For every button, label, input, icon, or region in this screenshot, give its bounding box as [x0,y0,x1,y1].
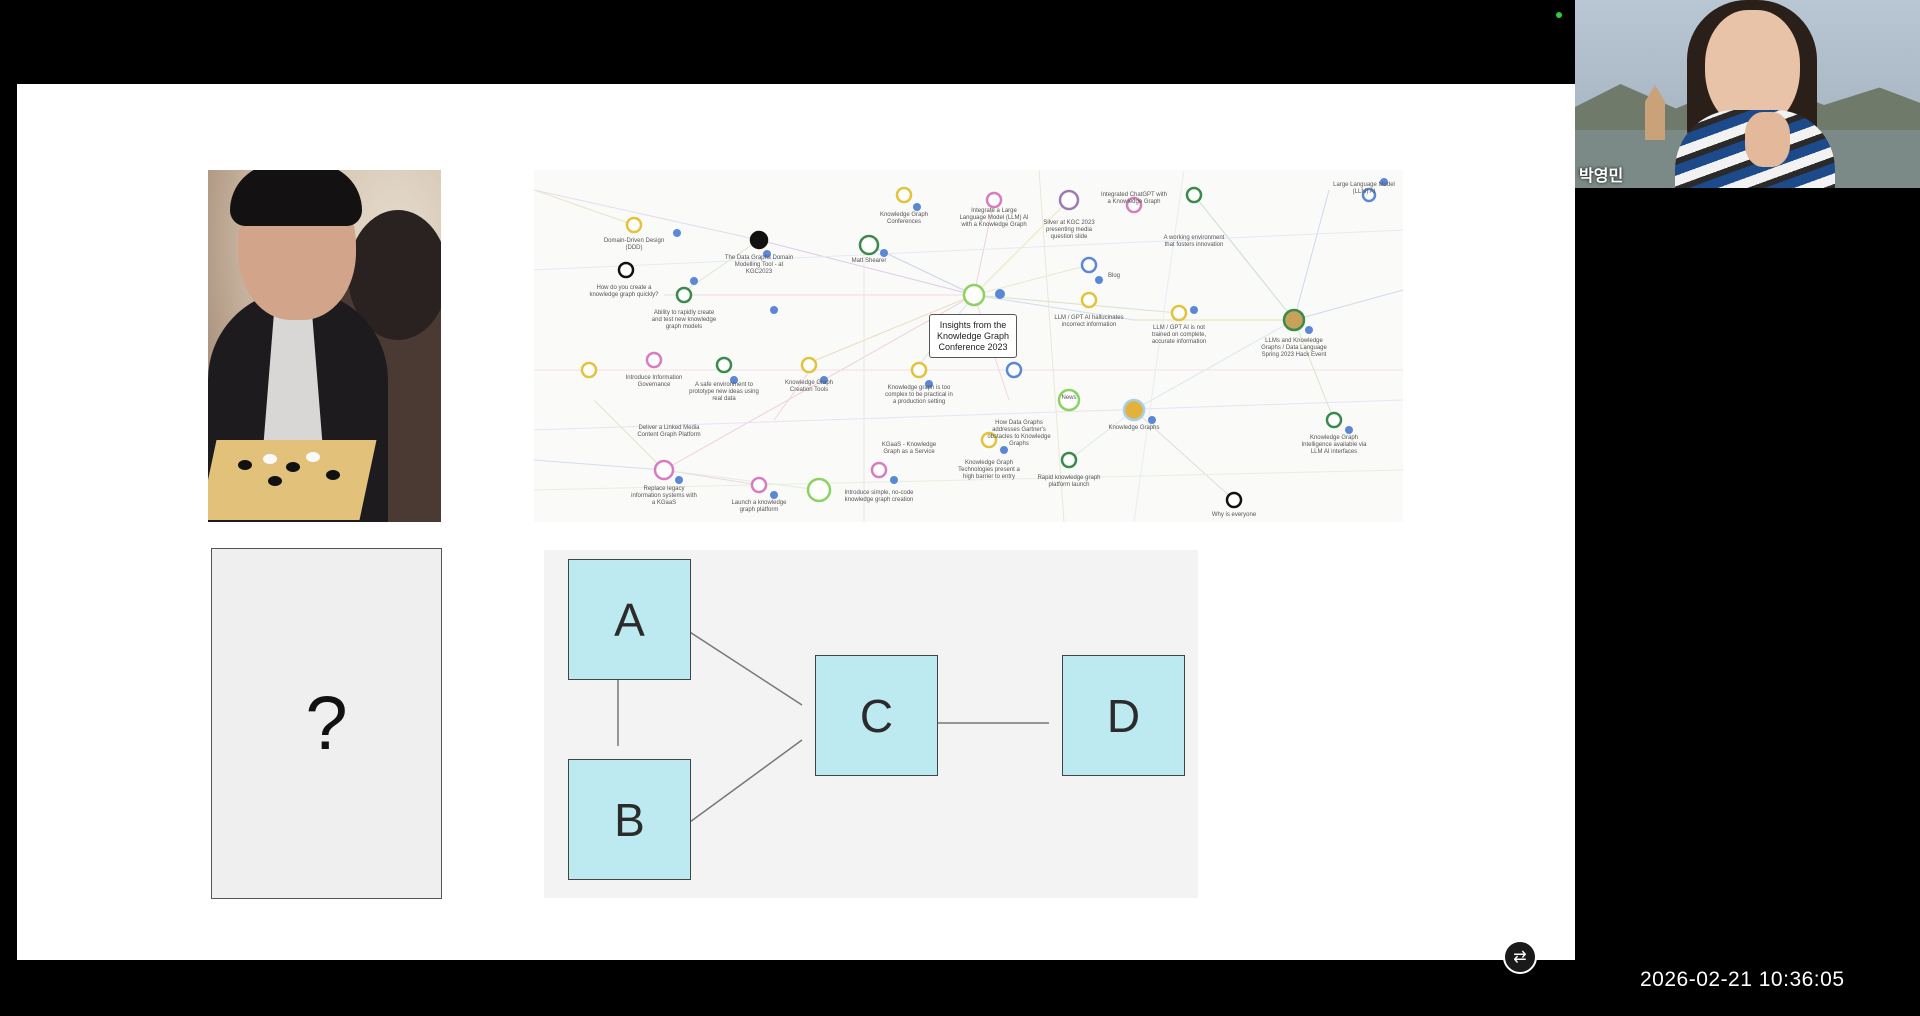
kg-node-label: Replace legacy information systems with … [631,486,697,506]
diagram-node-d: D [1062,655,1185,776]
kg-node-label: Rapid knowledge graph platform launch [1037,475,1101,488]
kg-node-label: How do you create a knowledge graph quic… [589,285,659,298]
kg-node-label: Knowledge Graph Intelligence available v… [1301,435,1367,455]
knowledge-graph-image: Insights from the Knowledge Graph Confer… [534,170,1403,522]
kg-node-label: Introduce Information Governance [625,375,683,388]
kg-center-title: Insights from the Knowledge Graph Confer… [929,314,1017,358]
knowledge-graph-edges [534,170,1403,522]
kg-node-label: How Data Graphs addresses Gartner's obst… [987,420,1051,447]
kg-node-label: Integrated ChatGPT with a Knowledge Grap… [1101,192,1167,205]
kg-node-label: Knowledge Graph Technologies present a h… [958,460,1020,480]
screen-share-icon[interactable]: ⇄ [1503,940,1537,974]
kg-node-label: Ability to rapidly create and test new k… [651,310,717,330]
kg-node-label: Blog [1107,273,1120,279]
kg-node-label: LLM / GPT AI is not trained on complete,… [1151,325,1207,345]
kg-node-label: Knowledge graph is too complex to be pra… [885,385,953,405]
kg-node-label: Integrate a Large Language Model (LLM) A… [959,208,1029,228]
go-players-photo [208,170,441,522]
kg-node-label: Introduce simple, no-code knowledge grap… [844,490,914,503]
kg-node-label: Knowledge Graph Creation Tools [784,380,834,393]
kg-node-label: Large Language Model (LLM) AI [1333,182,1395,195]
kg-node-label: Domain-Driven Design (DDD) [603,238,665,251]
kg-node-label: Knowledge Graph Conferences [879,212,929,225]
unknown-placeholder-box: ? [211,548,442,899]
diagram-node-b: B [568,759,691,880]
kg-node-label: A safe environment to prototype new idea… [689,382,759,402]
presentation-slide: Insights from the Knowledge Graph Confer… [17,84,1575,960]
kg-node-label: Deliver a Linked Media Content Graph Pla… [637,425,701,438]
kg-node-label: Matt Shearer [851,258,887,264]
kg-node-label: Why is everyone [1211,512,1257,518]
kg-node-label: Launch a knowledge graph platform [731,500,787,513]
kg-node-label: LLMs and Knowledge Graphs / Data Languag… [1261,338,1327,358]
question-mark: ? [305,681,348,766]
timestamp: 2026-02-21 10:36:05 [1640,968,1845,991]
diagram-node-a: A [568,559,691,680]
kg-node-label: A working environment that fosters innov… [1163,235,1225,248]
recording-indicator [1556,12,1562,18]
kg-node-label: The Data Graphs Domain Modelling Tool - … [724,255,794,275]
participant-video-tile[interactable]: 박영민 [1575,0,1920,188]
kg-node-label: LLM / GPT AI hallucinates incorrect info… [1054,315,1124,328]
diagram-edges [617,624,1049,831]
kg-node-label: Knowledge Graphs [1108,425,1160,431]
diagram-node-c: C [815,655,938,776]
participant-name: 박영민 [1579,168,1624,185]
graph-diagram: A B C D [544,550,1198,898]
kg-node-label: KGaaS - Knowledge Graph as a Service [881,442,937,455]
kg-node-label: News [1061,395,1077,401]
kg-node-label: Silver at KGC 2023 presenting media ques… [1043,220,1095,240]
